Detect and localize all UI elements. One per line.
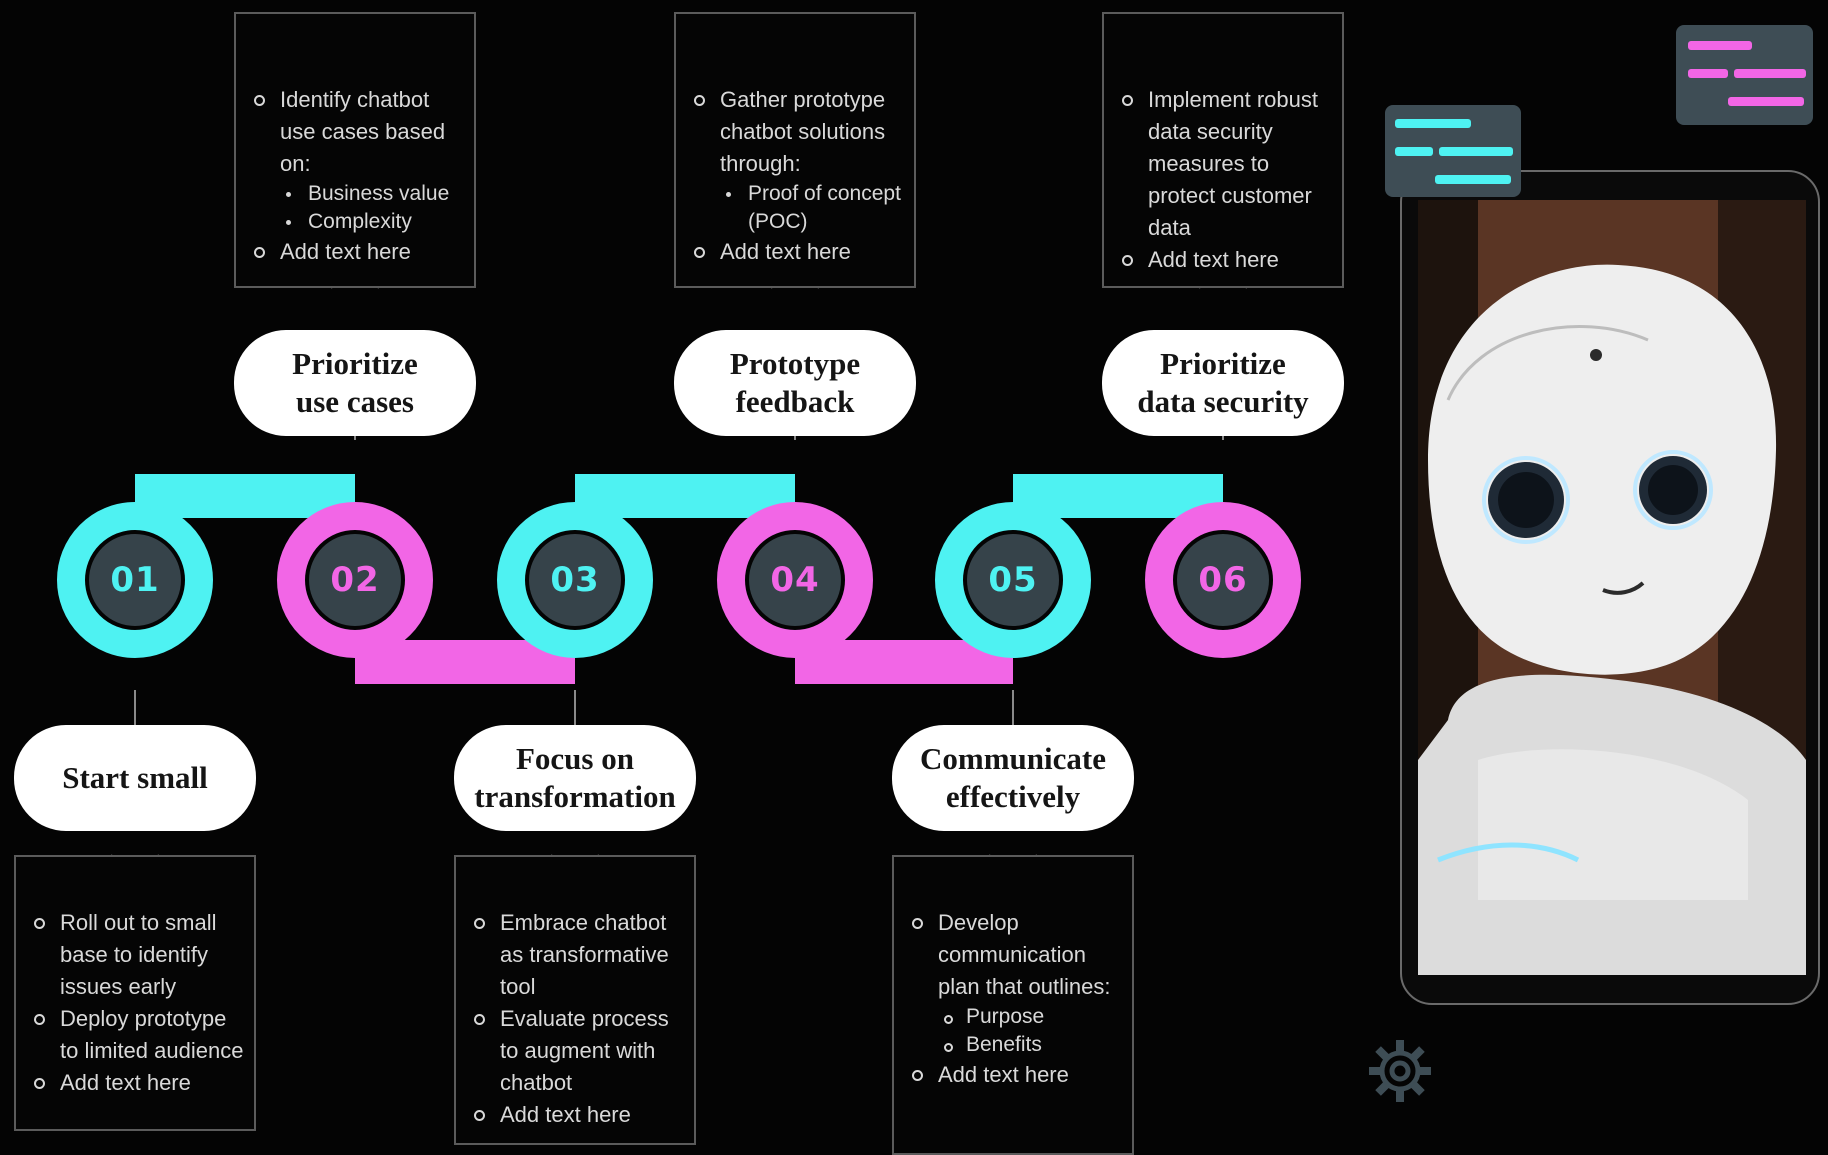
step-title: Start small bbox=[62, 760, 208, 795]
step-number: 05 bbox=[988, 560, 1038, 600]
code-card-left bbox=[1385, 105, 1521, 197]
connector-top-3 bbox=[575, 474, 795, 518]
step-number: 02 bbox=[330, 560, 380, 600]
bullet-item: Embrace chatbot as transformative tool bbox=[470, 907, 684, 1003]
bullet-list: Gather prototype chatbot solutions throu… bbox=[690, 84, 904, 268]
bullet-item: Identify chatbot use cases based on: bbox=[250, 84, 464, 180]
step-title-pill: Communicate effectively bbox=[892, 725, 1134, 831]
bullet-item: Add text here bbox=[908, 1059, 1122, 1091]
node-01 bbox=[89, 534, 181, 626]
ring-06 bbox=[1145, 502, 1301, 658]
bullet-item: Implement robust data security measures … bbox=[1118, 84, 1332, 244]
node-04 bbox=[749, 534, 841, 626]
ring-05 bbox=[935, 502, 1091, 658]
step-notes-box: Roll out to small base to identify issue… bbox=[14, 855, 256, 1131]
bullet-item: Add text here bbox=[250, 236, 464, 268]
step-title: Focus on transformation bbox=[474, 741, 676, 814]
step-title: Prototype feedback bbox=[729, 346, 861, 419]
bullet-item: Add text here bbox=[470, 1099, 684, 1131]
step-notes-box: Identify chatbot use cases based on:Busi… bbox=[234, 12, 476, 288]
bullet-item: Gather prototype chatbot solutions throu… bbox=[690, 84, 904, 180]
bullet-item: Evaluate process to augment with chatbot bbox=[470, 1003, 684, 1099]
bullet-item: Deploy prototype to limited audience bbox=[30, 1003, 244, 1067]
step-title-pill: Prototype feedback bbox=[674, 330, 916, 436]
step-title-pill: Start small bbox=[14, 725, 256, 831]
node-02 bbox=[309, 534, 401, 626]
bullet-item: Add text here bbox=[690, 236, 904, 268]
step-number: 01 bbox=[110, 560, 160, 600]
sub-bullet-item: Business value bbox=[250, 180, 464, 208]
step-notes-box: Gather prototype chatbot solutions throu… bbox=[674, 12, 916, 288]
step-title: Prioritize data security bbox=[1137, 346, 1309, 419]
step-notes-box: Develop communication plan that outlines… bbox=[892, 855, 1134, 1155]
sub-bullet-item: Benefits bbox=[908, 1031, 1122, 1059]
bullet-item: Add text here bbox=[1118, 244, 1332, 276]
step-notes-box: Implement robust data security measures … bbox=[1102, 12, 1344, 288]
gear-icon bbox=[1367, 1038, 1433, 1104]
step-title-pill: Prioritize use cases bbox=[234, 330, 476, 436]
bullet-item: Develop communication plan that outlines… bbox=[908, 907, 1122, 1003]
bullet-list: Develop communication plan that outlines… bbox=[908, 907, 1122, 1091]
ring-04 bbox=[717, 502, 873, 658]
bullet-item: Add text here bbox=[30, 1067, 244, 1099]
node-03 bbox=[529, 534, 621, 626]
step-number: 06 bbox=[1198, 560, 1248, 600]
node-06 bbox=[1177, 534, 1269, 626]
ring-01 bbox=[57, 502, 213, 658]
connector-top-1 bbox=[135, 474, 355, 518]
sub-bullet-item: Complexity bbox=[250, 208, 464, 236]
sub-bullet-item: Proof of concept (POC) bbox=[690, 180, 904, 236]
step-title-pill: Prioritize data security bbox=[1102, 330, 1344, 436]
node-05 bbox=[967, 534, 1059, 626]
step-number: 04 bbox=[770, 560, 820, 600]
bullet-item: Roll out to small base to identify issue… bbox=[30, 907, 244, 1003]
step-title-pill: Focus on transformation bbox=[454, 725, 696, 831]
step-title: Communicate effectively bbox=[920, 741, 1106, 814]
step-number: 03 bbox=[550, 560, 600, 600]
ring-02 bbox=[277, 502, 433, 658]
bullet-list: Roll out to small base to identify issue… bbox=[30, 907, 244, 1099]
bullet-list: Implement robust data security measures … bbox=[1118, 84, 1332, 276]
sub-bullet-item: Purpose bbox=[908, 1003, 1122, 1031]
robot-photo bbox=[1418, 200, 1806, 975]
bullet-list: Identify chatbot use cases based on:Busi… bbox=[250, 84, 464, 268]
ring-03 bbox=[497, 502, 653, 658]
code-card-right bbox=[1676, 25, 1813, 125]
step-title: Prioritize use cases bbox=[292, 346, 418, 419]
